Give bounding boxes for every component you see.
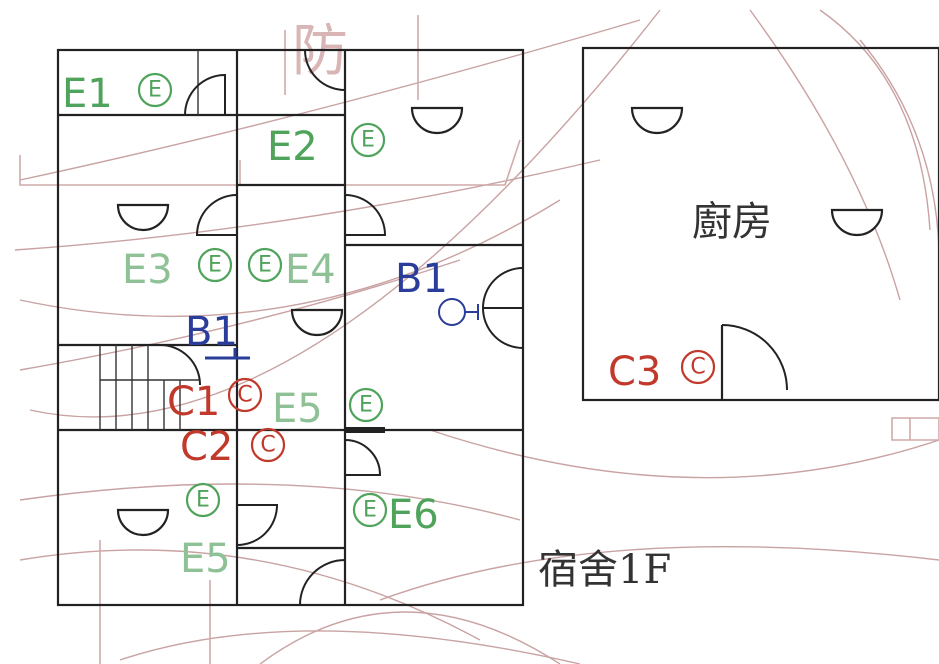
- top-fragment-text: 防: [292, 19, 348, 84]
- kitchen-label: 廚房: [692, 199, 772, 245]
- lamp-icon: [116, 508, 170, 537]
- svg-text:E: E: [208, 253, 222, 278]
- speaker-icon: [205, 348, 250, 360]
- emergency-light-E6: E E6: [352, 492, 439, 538]
- background-contours: [14, 9, 939, 664]
- emergency-light-E4: E E4: [247, 247, 336, 293]
- symbol-label: E5: [272, 386, 323, 432]
- emergency-light-icon: E: [197, 247, 233, 283]
- svg-text:C: C: [237, 383, 252, 408]
- emergency-light-E5-lower: E E5: [180, 482, 231, 582]
- fire-alarm-C3: C3 C: [608, 349, 716, 395]
- staircase: [99, 345, 200, 430]
- emergency-light-icon: E: [350, 122, 386, 158]
- threshold-mark: [345, 427, 385, 433]
- symbol-label: C1: [167, 379, 220, 425]
- svg-text:C: C: [260, 433, 275, 458]
- emergency-light-E3: E3 E: [122, 247, 233, 293]
- emergency-light-icon: E: [247, 247, 283, 283]
- emergency-light-icon: E: [185, 482, 221, 518]
- svg-text:E: E: [148, 78, 162, 103]
- symbol-label: E6: [388, 492, 439, 538]
- emergency-light-E5-upper: E5 E: [272, 386, 384, 432]
- fire-alarm-C2: C2 C: [180, 424, 286, 470]
- emergency-light-icon: E: [137, 72, 173, 108]
- svg-text:E: E: [196, 488, 210, 513]
- symbol-label: B1: [185, 309, 238, 355]
- kitchen-walls: [581, 46, 939, 402]
- emergency-light-icon: E: [352, 492, 388, 528]
- symbol-label: E1: [62, 71, 113, 117]
- ceiling-lamps: [116, 106, 884, 537]
- dormitory-label: 宿舍1F: [538, 547, 671, 593]
- symbol-label: E2: [267, 124, 318, 170]
- door-swings: [159, 49, 788, 606]
- symbol-label: C2: [180, 424, 233, 470]
- symbol-label: E5: [180, 536, 231, 582]
- emergency-light-E2: E2 E: [267, 122, 386, 170]
- broadcast-speaker-B1-right: B1: [395, 256, 479, 326]
- fire-alarm-icon: C: [227, 377, 263, 413]
- emergency-light-icon: E: [348, 387, 384, 423]
- fire-alarm-icon: C: [250, 427, 286, 463]
- speaker-icon: [438, 298, 479, 326]
- emergency-light-E1: E1 E: [62, 71, 173, 117]
- dormitory-walls: [56, 48, 525, 607]
- broadcast-speaker-B1-left: B1: [185, 309, 250, 360]
- symbol-label: E3: [122, 247, 173, 293]
- symbol-label: B1: [395, 256, 448, 302]
- lamp-icon: [116, 203, 170, 232]
- svg-text:C: C: [690, 355, 705, 380]
- lamp-icon: [830, 208, 884, 237]
- svg-text:E: E: [359, 393, 373, 418]
- svg-text:E: E: [258, 253, 272, 278]
- symbol-label: C3: [608, 349, 661, 395]
- svg-text:E: E: [363, 498, 377, 523]
- fire-alarm-C1: C1 C: [167, 377, 263, 425]
- lamp-icon: [290, 308, 344, 337]
- lamp-icon: [410, 106, 464, 135]
- symbol-label: E4: [285, 247, 336, 293]
- svg-text:E: E: [361, 128, 375, 153]
- lamp-icon: [630, 106, 684, 135]
- fire-alarm-icon: C: [680, 349, 716, 385]
